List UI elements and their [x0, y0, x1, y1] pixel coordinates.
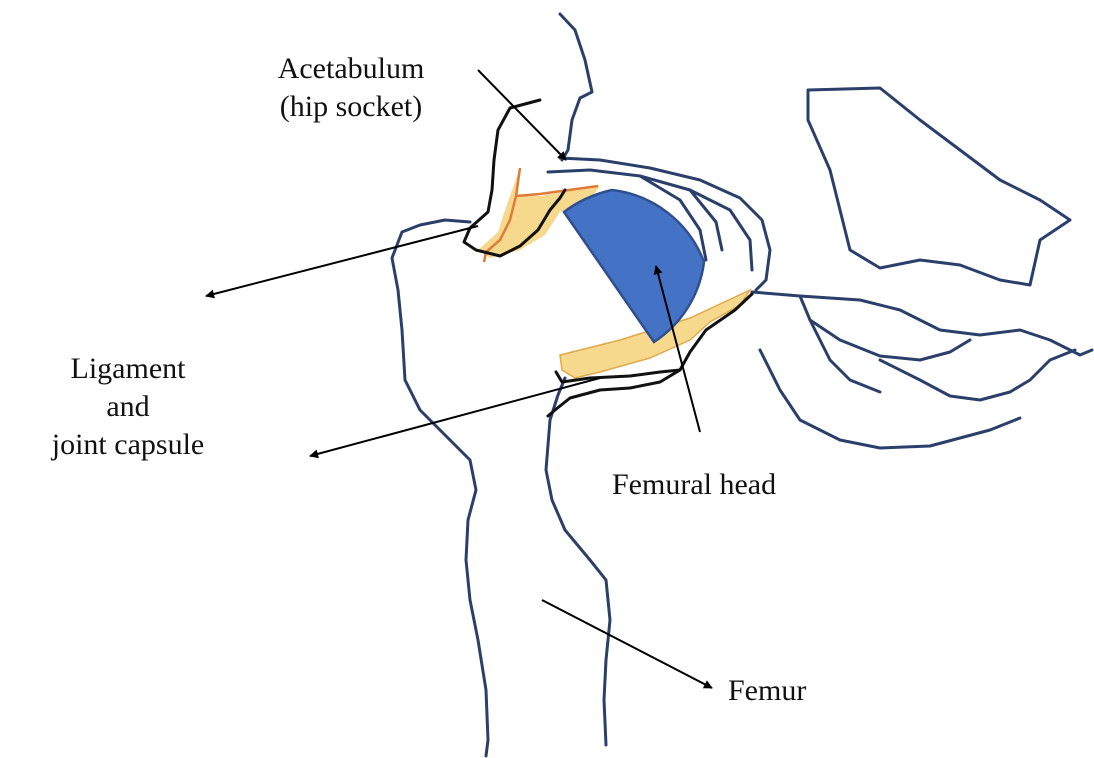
leader-arrows: [206, 70, 712, 688]
ligament-upper-arrow: [206, 226, 478, 296]
acetabulum-label: Acetabulum (hip socket): [246, 50, 456, 126]
ligament-label-line1: Ligament: [28, 350, 228, 388]
femur-arrow: [542, 600, 712, 688]
ligament-label-line3: joint capsule: [28, 426, 228, 464]
acetabulum-arrow: [478, 70, 566, 160]
ligament-label-line2: and: [28, 388, 228, 426]
acetabulum-label-line1: Acetabulum: [246, 50, 456, 88]
femoral-head-shape: [564, 190, 704, 342]
femoral-head-label: Femural head: [612, 466, 776, 504]
femur-outline: [392, 220, 610, 756]
ligament-capsule-label: Ligament and joint capsule: [28, 350, 228, 464]
femur-label: Femur: [728, 672, 806, 710]
acetabulum-label-line2: (hip socket): [246, 88, 456, 126]
